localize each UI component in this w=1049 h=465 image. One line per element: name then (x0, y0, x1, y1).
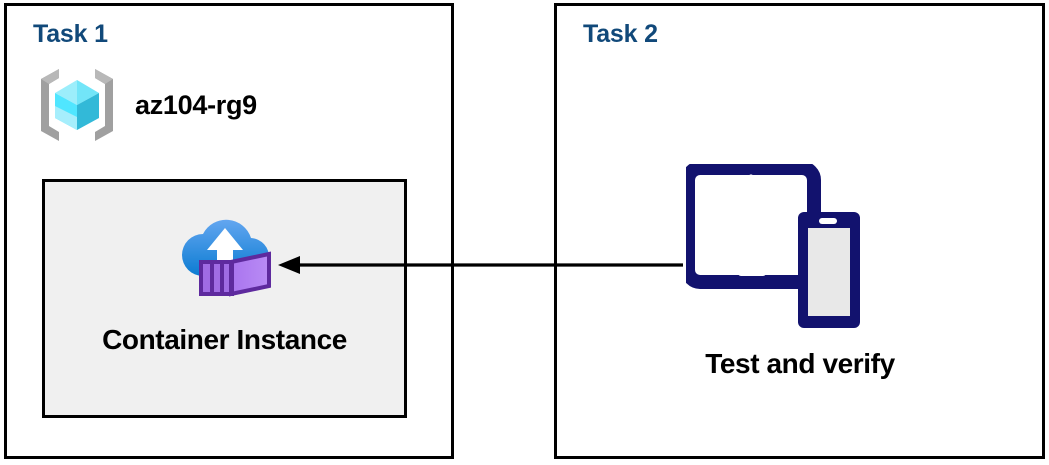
test-and-verify-label: Test and verify (705, 348, 895, 379)
task-1-panel: Task 1 az104-rg9 (4, 3, 454, 459)
container-instance-card: Container Instance (42, 179, 407, 418)
task-1-heading: Task 1 (33, 20, 108, 48)
azure-container-instance-icon (181, 219, 271, 297)
task-2-heading: Task 2 (583, 20, 658, 48)
resource-group-row: az104-rg9 (35, 63, 257, 147)
container-instance-label: Container Instance (102, 324, 347, 355)
resource-group-label: az104-rg9 (135, 89, 257, 120)
tablet-and-phone-icon (686, 164, 860, 328)
azure-resource-group-icon (41, 69, 113, 141)
